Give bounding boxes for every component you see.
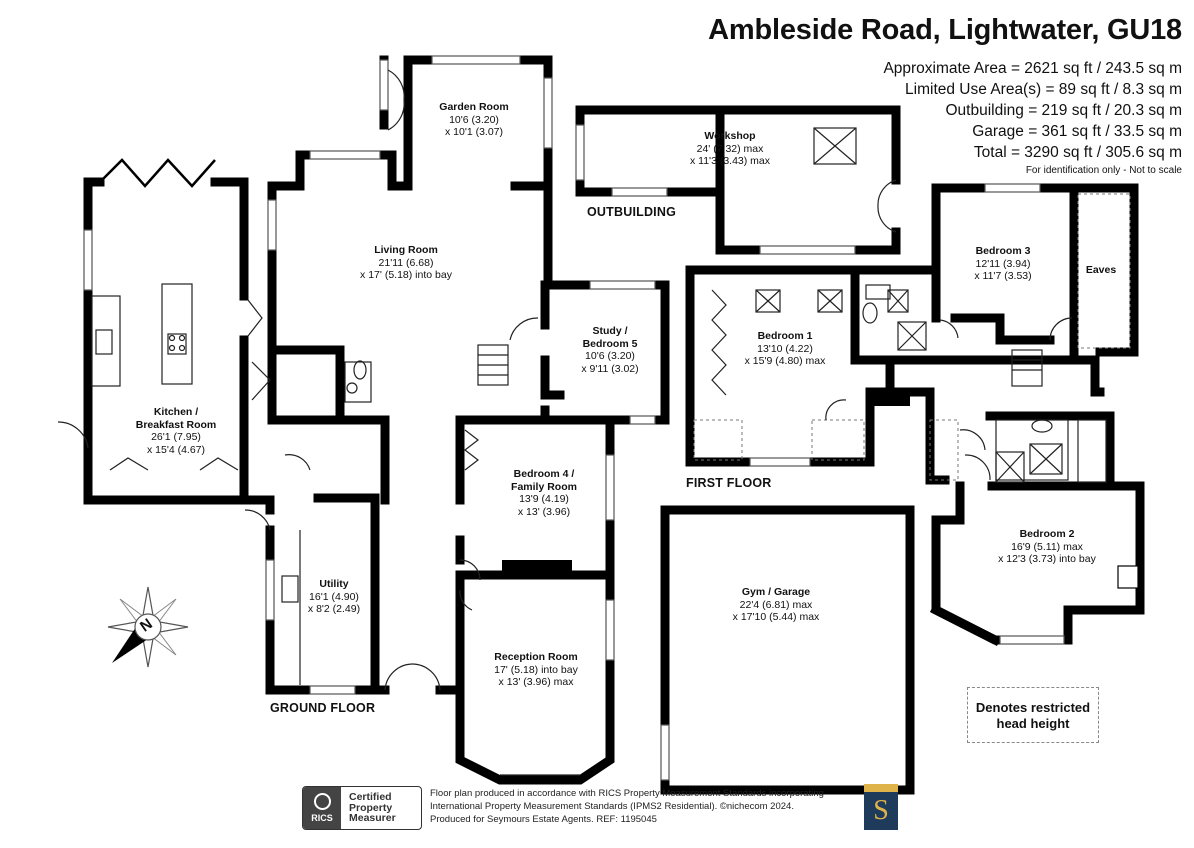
floor-label-first: FIRST FLOOR: [686, 476, 772, 490]
rics-globe-icon: [313, 793, 331, 810]
garage-walls: [660, 505, 915, 795]
room-workshop: Workshop 24' (7.32) max x 11'3 (3.43) ma…: [689, 130, 771, 167]
room-kitchen: Kitchen / Breakfast Room 26'1 (7.95) x 1…: [135, 406, 217, 456]
agent-logo-letter: S: [873, 795, 889, 826]
room-bedroom-4: Bedroom 4 / Family Room 13'9 (4.19) x 13…: [511, 468, 577, 518]
footer-notes: Floor plan produced in accordance with R…: [430, 788, 824, 825]
area-outbuilding: Outbuilding = 219 sq ft / 20.3 sq m: [945, 102, 1182, 119]
area-total: Total = 3290 sq ft / 305.6 sq m: [973, 144, 1182, 161]
room-bedroom-3: Bedroom 3 12'11 (3.94) x 11'7 (3.53): [974, 245, 1032, 282]
property-title: Ambleside Road, Lightwater, GU18: [708, 14, 1182, 46]
outbuilding-walls: [575, 105, 901, 255]
room-reception: Reception Room 17' (5.18) into bay x 13'…: [494, 651, 578, 688]
compass-rose-icon: [107, 586, 189, 668]
area-limited-use: Limited Use Area(s) = 89 sq ft / 8.3 sq …: [905, 81, 1182, 98]
room-bedroom-2: Bedroom 2 16'9 (5.11) max x 12'3 (3.73) …: [998, 528, 1096, 565]
first-floor-walls: [685, 183, 1145, 647]
room-gym-garage: Gym / Garage 22'4 (6.81) max x 17'10 (5.…: [732, 586, 820, 623]
room-utility: Utility 16'1 (4.90) x 8'2 (2.49): [307, 578, 361, 615]
room-bedroom-1: Bedroom 1 13'10 (4.22) x 15'9 (4.80) max: [744, 330, 826, 367]
rics-brand-text: RICS: [311, 813, 333, 823]
first-floor-fixtures: [693, 183, 1139, 645]
room-study: Study / Bedroom 5 10'6 (3.20) x 9'11 (3.…: [581, 325, 639, 375]
agent-logo: S: [864, 784, 898, 830]
floor-label-outbuilding: OUTBUILDING: [587, 205, 676, 219]
room-living-room: Living Room 21'11 (6.68) x 17' (5.18) in…: [360, 244, 452, 281]
floor-label-ground: GROUND FLOOR: [270, 701, 376, 715]
rics-certified-badge: RICS Certified Property Measurer: [302, 786, 422, 830]
room-garden-room: Garden Room 10'6 (3.20) x 10'1 (3.07): [439, 101, 509, 138]
area-summary: Approximate Area = 2621 sq ft / 243.5 sq…: [883, 58, 1182, 163]
room-eaves: Eaves: [1085, 264, 1117, 276]
ground-floor-fixtures: [57, 55, 656, 776]
area-approximate: Approximate Area = 2621 sq ft / 243.5 sq…: [883, 60, 1182, 77]
restricted-height-legend: Denotes restricted head height: [967, 687, 1099, 743]
area-garage: Garage = 361 sq ft / 33.5 sq m: [972, 123, 1182, 140]
scale-disclaimer: For identification only - Not to scale: [1025, 165, 1182, 176]
